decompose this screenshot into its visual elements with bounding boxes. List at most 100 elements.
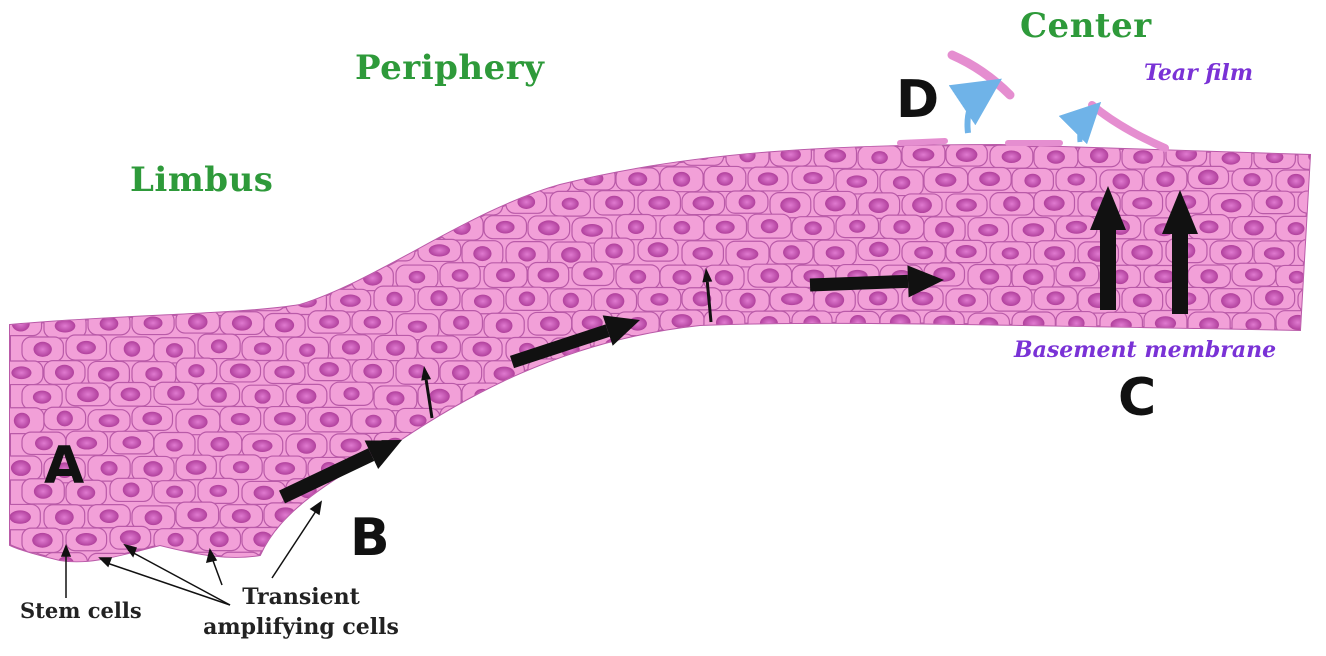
cell-nucleus — [1179, 437, 1196, 452]
epithelial-cell — [1320, 217, 1326, 242]
cell-nucleus — [648, 196, 670, 210]
cell-nucleus — [408, 219, 428, 233]
epithelial-cell — [792, 552, 836, 577]
cell-nucleus — [1025, 459, 1041, 472]
cell-nucleus — [99, 170, 119, 186]
cell-nucleus — [494, 367, 515, 381]
cell-nucleus — [296, 244, 315, 259]
cell-nucleus — [473, 147, 494, 161]
cell-nucleus — [936, 459, 955, 474]
cell-nucleus — [1264, 582, 1286, 596]
epithelial-cell — [1056, 505, 1099, 527]
cell-nucleus — [518, 582, 534, 596]
cell-nucleus — [914, 437, 934, 450]
cell-nucleus — [585, 365, 602, 377]
cell-nucleus — [1245, 268, 1263, 281]
epithelial-cell — [286, 241, 326, 263]
cell-nucleus — [387, 147, 403, 163]
shed-cell-1 — [952, 55, 1010, 95]
epithelial-cell — [792, 118, 833, 142]
cell-nucleus — [186, 460, 207, 475]
epithelial-cell — [1320, 360, 1326, 383]
epithelial-cell — [176, 262, 217, 285]
cell-nucleus — [739, 148, 755, 162]
cell-nucleus — [760, 316, 778, 330]
epithelial-cell — [440, 505, 484, 531]
epithelial-cell — [286, 193, 327, 216]
epithelial-cell — [418, 575, 462, 598]
cell-nucleus — [1245, 363, 1263, 379]
epithelial-cell — [1100, 455, 1144, 480]
cell-nucleus — [1201, 363, 1218, 377]
cell-nucleus — [296, 296, 317, 308]
cell-nucleus — [1068, 558, 1087, 573]
epithelial-cell — [1276, 121, 1317, 144]
cell-nucleus — [187, 508, 207, 522]
cell-nucleus — [847, 366, 868, 381]
cell-nucleus — [430, 149, 447, 164]
cell-nucleus — [364, 223, 383, 237]
cell-nucleus — [232, 316, 252, 331]
cell-nucleus — [318, 268, 340, 282]
epithelial-cell — [22, 144, 64, 166]
epithelial-cell — [484, 409, 525, 433]
epithelial-cell — [1122, 431, 1165, 455]
epithelial-cell — [418, 481, 459, 505]
cell-nucleus — [167, 386, 185, 401]
epithelial-cell — [1232, 408, 1274, 434]
cell-nucleus — [1134, 485, 1150, 499]
cell-nucleus — [605, 196, 623, 210]
epithelial-cell — [770, 337, 812, 362]
cell-nucleus — [1023, 269, 1043, 285]
epithelial-cell — [528, 505, 569, 530]
epithelial-cell — [330, 241, 371, 267]
zone-letter-a: A — [44, 436, 84, 496]
desquamating-cells — [900, 55, 1165, 148]
cell-nucleus — [583, 461, 603, 475]
cell-nucleus — [672, 127, 692, 142]
basement-membrane-label: Basement membrane — [1014, 337, 1276, 363]
cell-nucleus — [541, 558, 557, 570]
cell-nucleus — [606, 149, 624, 161]
cell-nucleus — [518, 247, 536, 261]
cell-nucleus — [451, 557, 470, 572]
epithelial-cell — [1100, 504, 1142, 529]
cell-nucleus — [408, 558, 425, 572]
epithelial-cell — [968, 409, 1009, 432]
cell-nucleus — [98, 367, 119, 381]
cell-nucleus — [563, 485, 581, 501]
cell-nucleus — [143, 461, 162, 476]
cell-nucleus — [628, 220, 644, 234]
cell-nucleus — [475, 437, 491, 453]
cell-nucleus — [1289, 271, 1305, 284]
cell-nucleus — [365, 415, 381, 428]
cell-nucleus — [1244, 460, 1260, 474]
epithelial-cell — [1254, 430, 1295, 454]
epithelial-cell — [1276, 457, 1318, 482]
epithelial-cell — [550, 146, 592, 168]
epithelial-cell — [528, 408, 572, 431]
cell-nucleus — [274, 366, 294, 379]
cell-nucleus — [1221, 199, 1242, 212]
cell-nucleus — [453, 511, 470, 524]
cell-nucleus — [957, 340, 979, 355]
epithelial-cell — [814, 526, 856, 549]
cell-nucleus — [825, 292, 844, 308]
cell-nucleus — [187, 558, 208, 572]
cell-nucleus — [342, 246, 359, 262]
epithelial-cell — [1012, 552, 1053, 575]
epithelial-cell — [220, 215, 262, 238]
cell-nucleus — [583, 415, 601, 429]
cell-nucleus — [850, 315, 866, 330]
cell-nucleus — [386, 200, 406, 212]
epithelial-cell — [1210, 480, 1251, 505]
epithelial-cell — [154, 287, 195, 310]
cell-nucleus — [76, 533, 97, 546]
epithelial-cell — [726, 479, 769, 502]
cell-nucleus — [1223, 388, 1239, 401]
cell-nucleus — [562, 389, 581, 403]
cell-nucleus — [982, 124, 998, 136]
cell-nucleus — [453, 125, 470, 139]
cell-nucleus — [870, 485, 889, 497]
cell-nucleus — [935, 222, 954, 238]
